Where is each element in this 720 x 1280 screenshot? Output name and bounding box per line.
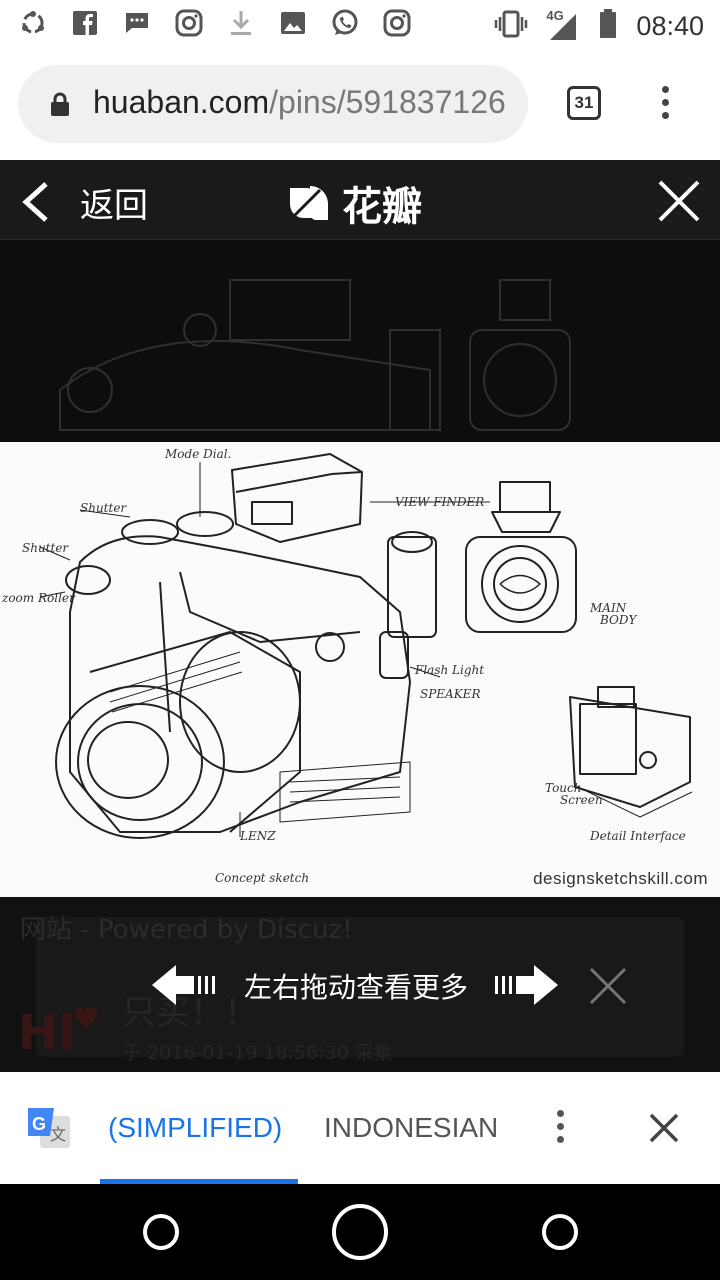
tab-switcher-button[interactable]: 31 (567, 86, 601, 120)
svg-text:BODY: BODY (599, 613, 638, 627)
svg-text:HI: HI (18, 1005, 76, 1057)
swipe-hint-text: 左右拖动查看更多 (244, 971, 469, 1004)
arrow-left-icon (152, 965, 215, 1005)
svg-text:G: G (32, 1114, 46, 1134)
petal-logo-icon (290, 186, 328, 220)
vibrate-icon (494, 10, 528, 42)
recents-nav-button[interactable] (542, 1214, 578, 1250)
svg-text:LENZ: LENZ (239, 829, 276, 843)
signal-icon: 4G (546, 8, 580, 42)
swipe-hint: 左右拖动查看更多 (150, 960, 640, 1010)
battery-icon (598, 8, 618, 44)
close-icon[interactable] (656, 178, 702, 224)
close-translate-icon[interactable] (648, 1112, 680, 1144)
lock-icon (51, 92, 69, 116)
huaban-logo: 花瓣 (286, 174, 422, 232)
url-field[interactable]: huaban.com/pins/591837126 (18, 65, 528, 143)
svg-text:Shutter: Shutter (22, 541, 69, 555)
logo-text: 花瓣 (342, 184, 422, 230)
svg-text:Flash Light: Flash Light (414, 663, 484, 677)
close-hint-icon[interactable] (588, 966, 628, 1006)
home-nav-button[interactable] (332, 1204, 388, 1260)
previous-image-dimmed (0, 240, 720, 442)
tab-source-language[interactable]: (SIMPLIFIED) (108, 1112, 283, 1143)
whatsapp-icon (330, 8, 360, 38)
svg-text:Detail Interface: Detail Interface (589, 829, 686, 843)
instagram-icon (382, 8, 412, 38)
image-viewer: 返回 花瓣 (0, 160, 720, 1072)
translate-bar: 文 G (SIMPLIFIED) INDONESIAN (0, 1072, 720, 1184)
url-host: huaban.com (93, 84, 270, 120)
svg-text:SPEAKER: SPEAKER (420, 687, 480, 701)
browser-toolbar: huaban.com/pins/591837126 31 (0, 50, 720, 160)
google-translate-icon: 文 G (28, 1108, 70, 1148)
background-page-dimmed: 网站 - Powered by Discuz! HI 只买！！ 于 2016-0… (0, 897, 720, 1072)
svg-text:文: 文 (50, 1125, 66, 1144)
svg-text:MAIN: MAIN (589, 601, 627, 615)
status-bar: 4G 08:40 (0, 0, 720, 50)
download-icon (226, 8, 256, 38)
image-icon (278, 8, 308, 38)
back-button[interactable]: 返回 (80, 186, 148, 226)
background-card (36, 917, 684, 1057)
network-type: 4G (546, 8, 564, 23)
url-path: /pins/591837126 (269, 84, 506, 120)
message-icon (122, 8, 152, 38)
camera-sketch-image: Mode Dial. Shutter Shutter zoom Roller V… (0, 442, 720, 897)
background-site-text: 网站 - Powered by Discuz! (20, 915, 353, 945)
clock: 08:40 (636, 10, 704, 41)
hi-logo-icon: HI (18, 1005, 97, 1057)
tab-active-indicator (100, 1179, 298, 1184)
svg-text:VIEW FINDER: VIEW FINDER (395, 495, 484, 509)
back-nav-button[interactable] (143, 1214, 179, 1250)
camera-sketch-drawing: Mode Dial. Shutter Shutter zoom Roller V… (1, 447, 693, 885)
instagram-icon (174, 8, 204, 38)
back-arrow-icon[interactable] (20, 180, 50, 224)
sync-icon (18, 8, 48, 38)
background-card-date: 于 2016-01-19 18:56:30 采集 (122, 1042, 393, 1064)
svg-text:Touch: Touch (545, 781, 581, 795)
viewer-header: 返回 花瓣 (0, 160, 720, 240)
translate-menu-button[interactable] (552, 1110, 568, 1150)
image-watermark: designsketchskill.com (533, 869, 708, 888)
browser-menu-button[interactable] (650, 86, 680, 126)
facebook-icon (70, 8, 100, 38)
svg-text:zoom Roller: zoom Roller (1, 591, 76, 605)
svg-text:Screen: Screen (560, 793, 603, 807)
svg-text:Concept sketch: Concept sketch (215, 871, 309, 885)
background-card-title: 只买！！ (122, 993, 258, 1033)
svg-text:Shutter: Shutter (80, 501, 127, 515)
svg-text:Mode Dial.: Mode Dial. (164, 447, 231, 461)
arrow-right-icon (495, 965, 558, 1005)
tab-target-language[interactable]: INDONESIAN (324, 1112, 499, 1143)
navigation-bar (0, 1184, 720, 1280)
